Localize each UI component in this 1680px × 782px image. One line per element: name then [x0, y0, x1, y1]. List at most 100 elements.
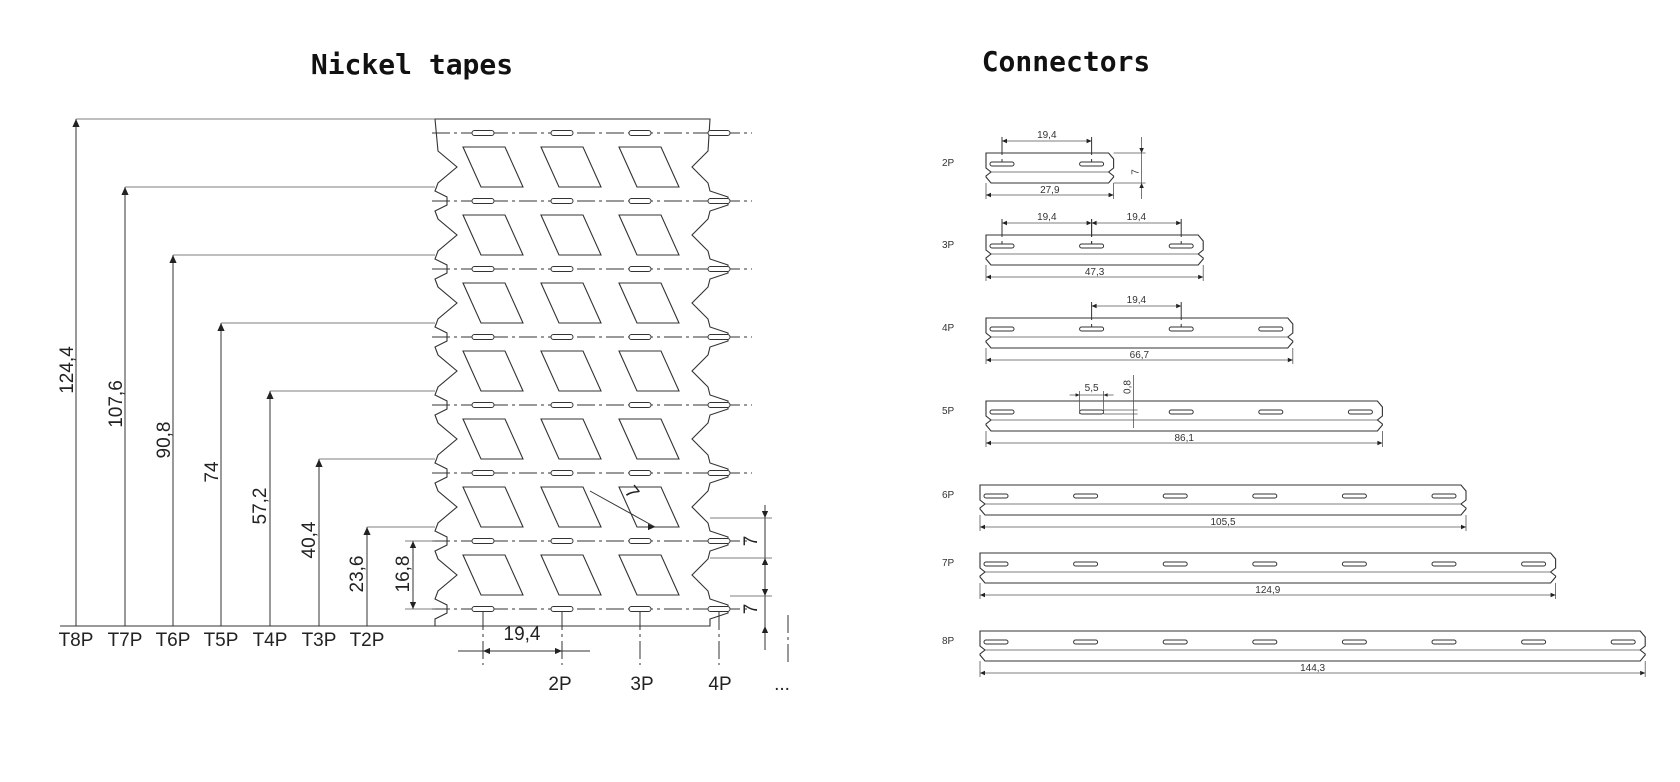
connector-slot: [1168, 326, 1194, 332]
connector-slot: [1521, 561, 1547, 567]
length-arrow: [1377, 440, 1383, 446]
length-arrow: [1550, 592, 1556, 598]
connector-label: 8P: [942, 636, 955, 647]
tape-slot: [471, 130, 495, 136]
tape-slot: [628, 130, 652, 136]
tape-labels: T8P T7P T6P T5P T4P T3P T2P: [59, 630, 385, 651]
tape-slot: [550, 198, 574, 204]
connector-slot: [1431, 639, 1457, 645]
connector-slot: [1168, 243, 1194, 249]
dimension-arrow: [266, 391, 274, 399]
connector-slot: [1341, 561, 1367, 567]
connector-slot: [1252, 639, 1278, 645]
pitch-arrow: [409, 602, 417, 609]
connector-slot: [1521, 639, 1547, 645]
rhombus-cutout: [462, 486, 524, 528]
horiz-arrow: [555, 647, 562, 655]
dim-t7p: 107,6: [106, 380, 127, 428]
tape-label-t4p: T4P: [253, 630, 288, 651]
rhombus-cutout: [462, 418, 524, 460]
tape-label-t8p: T8P: [59, 630, 94, 651]
tab-arrow: [761, 626, 769, 633]
rhombus-cutout: [618, 418, 680, 460]
connector-slot: [1258, 326, 1284, 332]
tape-slot: [471, 198, 495, 204]
connector-bar: [985, 152, 1115, 184]
tape-label-t2p: T2P: [350, 630, 385, 651]
dim-tab-upper: 7: [741, 536, 762, 547]
connector-slot: [983, 639, 1009, 645]
pitch-arrow: [1091, 220, 1097, 226]
length-arrow: [986, 192, 991, 198]
length-arrow: [986, 274, 991, 280]
connector-slot: [989, 161, 1015, 167]
length-arrow: [980, 524, 985, 530]
tape-slot: [550, 606, 574, 612]
tape-slot: [707, 538, 731, 544]
tape-slot: [628, 470, 652, 476]
nickel-tape-drawing: T8P T7P T6P T5P T4P T3P T2P 124,4 107,6 …: [57, 118, 790, 695]
tape-slot: [471, 266, 495, 272]
pitch-arrow: [1176, 303, 1182, 309]
horiz-arrow: [483, 647, 490, 655]
slot-arrow: [1103, 393, 1108, 397]
tape-slots: [432, 130, 752, 612]
dimension-arrow: [363, 527, 371, 535]
tape-slot: [628, 606, 652, 612]
col-label-more: ...: [774, 674, 790, 695]
rhombus-cutout: [540, 282, 602, 324]
connector-bar: [979, 484, 1467, 516]
dimension-arrow: [169, 255, 177, 263]
connector-length: 124,9: [1255, 585, 1280, 596]
rhombus-cutout: [618, 554, 680, 596]
diag-line: [589, 490, 656, 528]
tape-label-t7p: T7P: [108, 630, 143, 651]
tab-arrow: [761, 589, 769, 596]
connector-label: 2P: [942, 158, 955, 169]
dim-t6p: 90,8: [154, 422, 175, 459]
connector-slot: [1079, 326, 1105, 332]
pitch-value: 19,4: [1127, 212, 1147, 223]
connector-slot: [1252, 493, 1278, 499]
connector-length: 86,1: [1174, 433, 1194, 444]
tape-slot: [471, 402, 495, 408]
connector-bar: [985, 400, 1383, 432]
dim-t5p: 74: [202, 461, 223, 483]
rhombus-cutout: [540, 146, 602, 188]
connector-length: 66,7: [1130, 350, 1150, 361]
col-label-4p: 4P: [708, 674, 731, 695]
connector-length: 47,3: [1085, 267, 1105, 278]
column-labels: 2P 3P 4P ...: [548, 674, 790, 695]
rhombus-cutout: [618, 146, 680, 188]
tape-slot: [550, 266, 574, 272]
pitch-arrow: [1002, 138, 1007, 144]
length-arrow: [1108, 192, 1114, 198]
tape-label-t6p: T6P: [156, 630, 191, 651]
tape-cutouts: [462, 146, 680, 596]
connector-slot: [1073, 561, 1099, 567]
pitch-arrow: [409, 541, 417, 548]
pitch-arrow: [1086, 220, 1092, 226]
height-arrow: [1139, 183, 1144, 188]
tape-slot: [707, 198, 731, 204]
dimension-arrow: [72, 119, 80, 127]
tape-slot: [628, 266, 652, 272]
length-arrow: [1461, 524, 1466, 530]
connector-slot: [1162, 493, 1188, 499]
connector-slot: [1162, 561, 1188, 567]
rhombus-cutout: [540, 486, 602, 528]
connector-slot: [1610, 639, 1636, 645]
connector-bar: [979, 552, 1557, 584]
length-arrow: [1198, 274, 1204, 280]
rhombus-cutout: [618, 214, 680, 256]
slot-arrow: [1075, 393, 1080, 397]
rhombus-cutout: [618, 350, 680, 392]
connector-slot: [989, 243, 1015, 249]
connector-bar: [979, 630, 1646, 662]
rhombus-cutout: [540, 214, 602, 256]
